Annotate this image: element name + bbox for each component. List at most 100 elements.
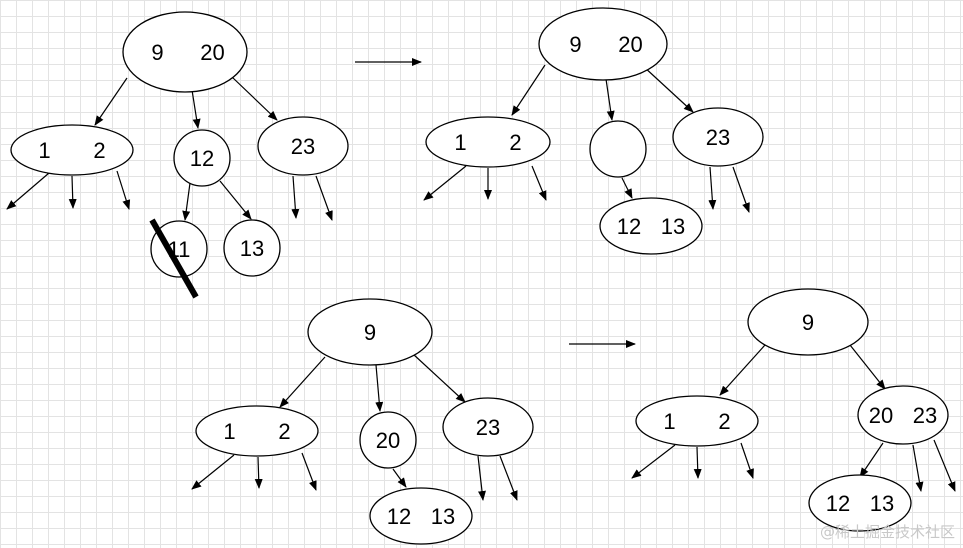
node-shape xyxy=(307,298,433,366)
tree-node: 9 xyxy=(747,288,869,356)
node-key: 1 xyxy=(663,409,675,434)
tree-node: 20 xyxy=(359,411,417,469)
tree-node: 23 xyxy=(672,107,764,167)
edge-arrow xyxy=(859,442,884,478)
node-key: 9 xyxy=(569,32,581,57)
tree-node: 12 xyxy=(173,129,231,187)
edge-arrow xyxy=(719,344,766,396)
node-shape xyxy=(589,120,647,178)
node-shape xyxy=(635,395,759,447)
node-key: 20 xyxy=(618,32,642,57)
edge-arrow xyxy=(912,444,924,492)
edge-arrow xyxy=(511,64,546,116)
edge-arrow xyxy=(219,180,252,220)
edge-arrow xyxy=(477,455,486,501)
edge-arrow xyxy=(191,454,235,490)
node-key: 9 xyxy=(802,310,814,335)
node-key: 1 xyxy=(38,138,50,163)
edge-arrow xyxy=(254,456,263,489)
edge-arrow xyxy=(499,455,518,501)
edge-arrow xyxy=(291,175,300,219)
edge-arrow xyxy=(279,356,326,408)
tree-node: 12 13 xyxy=(369,487,473,545)
node-shape xyxy=(857,385,949,445)
node-key: 9 xyxy=(151,40,163,65)
node-shape xyxy=(122,11,248,93)
node-shape xyxy=(747,288,869,356)
node-shape xyxy=(359,411,417,469)
node-key: 1 xyxy=(223,419,235,444)
node-key: 12 xyxy=(387,504,411,529)
overlays xyxy=(149,218,199,299)
edge-arrow xyxy=(116,170,131,210)
tree-node xyxy=(589,120,647,178)
edge-arrow xyxy=(740,442,754,479)
node-shape xyxy=(150,220,208,278)
node-key: 13 xyxy=(431,504,455,529)
node-shape xyxy=(672,107,764,167)
node-shape xyxy=(173,129,231,187)
edge-arrow xyxy=(231,76,278,121)
edge-arrow xyxy=(301,452,317,491)
edge-arrow xyxy=(621,177,633,199)
node-key: 20 xyxy=(200,40,224,65)
edge-arrow xyxy=(68,175,77,209)
edge-arrow xyxy=(531,165,547,201)
node-key: 13 xyxy=(870,491,894,516)
node-key: 23 xyxy=(913,403,937,428)
edge-arrow xyxy=(642,65,694,113)
node-shape xyxy=(599,197,703,255)
edge-arrow xyxy=(94,77,128,126)
node-shape xyxy=(369,487,473,545)
edge-arrow xyxy=(423,165,467,201)
node-key: 23 xyxy=(291,134,315,159)
tree-node: 9 xyxy=(307,298,433,366)
edge-arrow xyxy=(375,364,384,412)
edge-arrow xyxy=(849,344,886,390)
node-key: 9 xyxy=(364,320,376,345)
edge-arrow xyxy=(732,166,750,213)
edge-arrow xyxy=(182,182,191,221)
node-shape xyxy=(10,124,134,176)
node-key: 23 xyxy=(706,125,730,150)
node-shape xyxy=(195,405,319,457)
node-shape xyxy=(808,474,912,532)
node-key: 13 xyxy=(240,236,264,261)
node-key: 2 xyxy=(509,130,521,155)
node-shape xyxy=(425,116,551,168)
edge-arrow xyxy=(605,78,615,121)
edge-arrow xyxy=(693,446,702,479)
edge-arrow xyxy=(412,353,466,403)
watermark-text: @稀土掘金技术社区 xyxy=(819,523,955,541)
tree-node: 23 xyxy=(442,397,534,457)
node-key: 20 xyxy=(869,403,893,428)
node-key: 20 xyxy=(376,428,400,453)
edge-arrow xyxy=(315,175,333,221)
node-shape xyxy=(442,397,534,457)
node-key: 2 xyxy=(278,419,290,444)
edges xyxy=(6,58,956,501)
tree-node: 9 20 xyxy=(538,7,668,81)
node-key: 23 xyxy=(476,415,500,440)
node-key: 12 xyxy=(617,214,641,239)
edge-arrow xyxy=(392,468,407,488)
node-key: 2 xyxy=(93,138,105,163)
tree-node: 23 xyxy=(257,116,349,176)
edge-arrow xyxy=(191,89,201,129)
node-shape xyxy=(257,116,349,176)
edge-arrow xyxy=(631,444,676,479)
tree-node: 13 xyxy=(223,219,281,277)
tree-node: 9 20 xyxy=(122,11,248,93)
node-key: 12 xyxy=(190,146,214,171)
node-key: 13 xyxy=(661,214,685,239)
delete-strike xyxy=(149,218,199,299)
edge-arrow xyxy=(6,172,50,210)
edge-arrow xyxy=(933,439,956,492)
tree-node: 12 13 xyxy=(599,197,703,255)
